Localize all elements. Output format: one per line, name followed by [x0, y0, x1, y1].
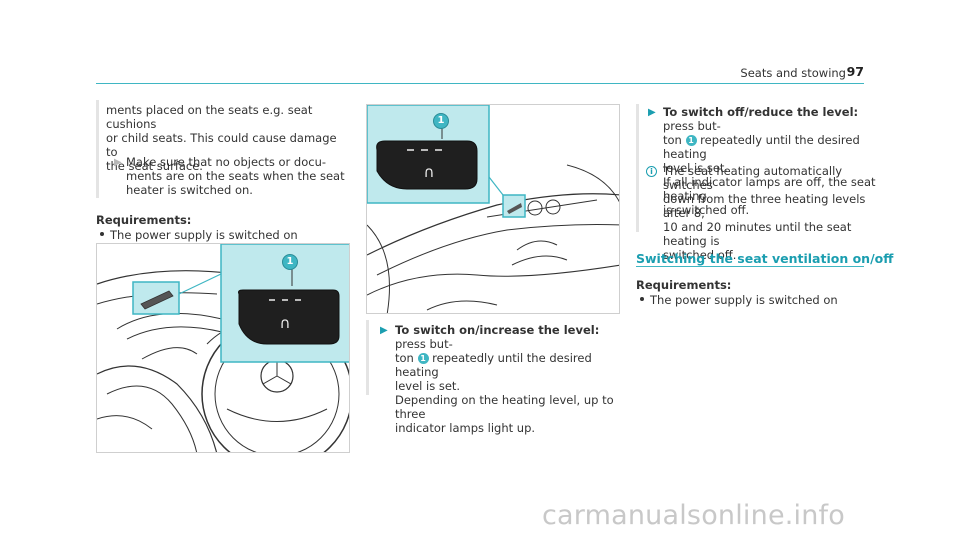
- seat-heating-figure-left: ∩ 1: [96, 243, 350, 453]
- warning-note: [96, 100, 349, 198]
- middle-step-bar: [366, 320, 369, 395]
- callout-badge: 1: [282, 254, 298, 270]
- step-arrow-icon: ▶: [648, 107, 656, 118]
- requirements-heading: Requirements:: [96, 213, 192, 227]
- requirements-item: The power supply is switched on: [100, 228, 298, 242]
- seat-heating-figure-door: ∩ 1: [366, 104, 620, 314]
- dashboard-door-illustration: ∩: [97, 244, 349, 452]
- callout-badge-inline: 1: [685, 135, 697, 146]
- page-number: 97: [846, 64, 864, 79]
- door-panel-illustration: ∩: [367, 105, 619, 313]
- section-rule: [636, 266, 864, 267]
- svg-text:∩: ∩: [280, 314, 291, 332]
- callout-badge: 1: [433, 113, 449, 129]
- svg-text:∩: ∩: [424, 163, 435, 181]
- requirements-item: The power supply is switched on: [640, 293, 838, 307]
- right-step-bar: [636, 104, 639, 232]
- header-title: Seats and stowing: [740, 66, 846, 80]
- step-arrow-icon: ▶: [380, 325, 388, 336]
- switch-on-step: To switch on/increase the level: press b…: [395, 323, 614, 435]
- bullet-icon: [640, 297, 644, 301]
- callout-badge-inline: 1: [417, 353, 429, 364]
- header-rule: [96, 83, 864, 84]
- switch-off-step: To switch off/reduce the level: press bu…: [663, 105, 876, 217]
- step-text: Make sure that no objects or docu- ments…: [126, 155, 345, 197]
- requirements-heading: Requirements:: [636, 278, 732, 292]
- bullet-icon: [100, 232, 104, 236]
- section-title: Switching the seat ventilation on/off: [636, 251, 894, 266]
- info-note: The seat heating automatically switches …: [663, 164, 866, 262]
- watermark-logo: carmanualsonline.info: [542, 500, 845, 531]
- continued-text: ments placed on the seats e.g. seat cush…: [106, 103, 337, 173]
- step-arrow-icon: ▶: [114, 157, 122, 168]
- info-icon: i: [646, 166, 657, 177]
